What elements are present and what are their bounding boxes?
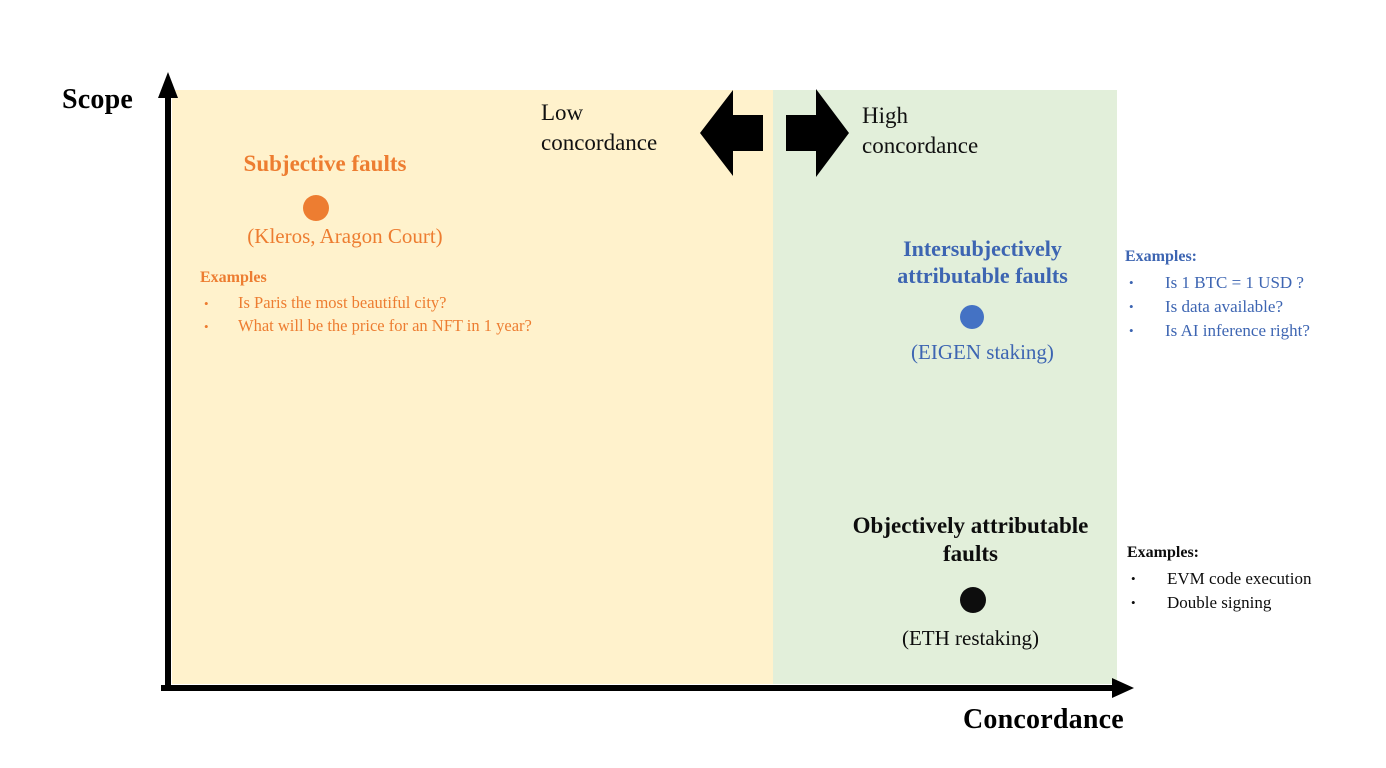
list-item: Is data available? xyxy=(1125,295,1386,319)
intersubjective-faults-dot xyxy=(960,305,984,329)
intersubjective-faults-caption: (EIGEN staking) xyxy=(911,340,1054,364)
list-item: Is Paris the most beautiful city? xyxy=(200,292,552,315)
arrow-right-icon xyxy=(786,89,849,177)
example-text: Is Paris the most beautiful city? xyxy=(238,292,447,312)
arrow-left-icon xyxy=(700,90,763,176)
objective-faults-title: Objectively attributable faults xyxy=(852,513,1089,567)
y-axis-label: Scope xyxy=(62,84,133,115)
intersubjective-examples-heading: Examples: xyxy=(1125,248,1197,265)
list-item: EVM code execution xyxy=(1127,567,1382,591)
subjective-faults-caption: (Kleros, Aragon Court) xyxy=(247,224,443,248)
example-text: Is 1 BTC = 1 USD ? xyxy=(1165,272,1304,292)
example-text: EVM code execution xyxy=(1167,568,1312,588)
subjective-examples-list: Is Paris the most beautiful city? What w… xyxy=(200,292,552,338)
list-item: Is 1 BTC = 1 USD ? xyxy=(1125,271,1386,295)
x-axis-label: Concordance xyxy=(963,704,1124,735)
low-concordance-label: Low concordance xyxy=(541,100,658,156)
objective-faults-caption: (ETH restaking) xyxy=(901,626,1040,650)
example-text: What will be the price for an NFT in 1 y… xyxy=(238,315,532,335)
objective-faults-dot xyxy=(960,587,986,613)
low-concordance-region xyxy=(172,90,773,684)
example-text: Double signing xyxy=(1167,592,1272,612)
intersubjective-examples-block: Examples: Is 1 BTC = 1 USD ? Is data ava… xyxy=(1125,247,1386,343)
intersubjective-examples-list: Is 1 BTC = 1 USD ? Is data available? Is… xyxy=(1125,271,1386,343)
list-item: Is AI inference right? xyxy=(1125,319,1386,343)
example-text: Is AI inference right? xyxy=(1165,321,1310,341)
list-item: Double signing xyxy=(1127,591,1382,615)
high-concordance-region xyxy=(773,90,1117,684)
subjective-faults-title: Subjective faults xyxy=(243,151,407,176)
objective-examples-heading: Examples: xyxy=(1127,544,1199,561)
high-concordance-label: High concordance xyxy=(862,103,979,159)
subjective-examples-block: Examples Is Paris the most beautiful cit… xyxy=(200,268,552,337)
list-item: What will be the price for an NFT in 1 y… xyxy=(200,315,552,338)
objective-examples-block: Examples: EVM code execution Double sign… xyxy=(1127,543,1382,615)
subjective-faults-dot xyxy=(303,195,329,221)
example-text: Is data available? xyxy=(1165,296,1283,316)
intersubjective-faults-title: Intersubjectively attributable faults xyxy=(897,236,1068,288)
objective-examples-list: EVM code execution Double signing xyxy=(1127,567,1382,615)
subjective-examples-heading: Examples xyxy=(200,269,267,286)
